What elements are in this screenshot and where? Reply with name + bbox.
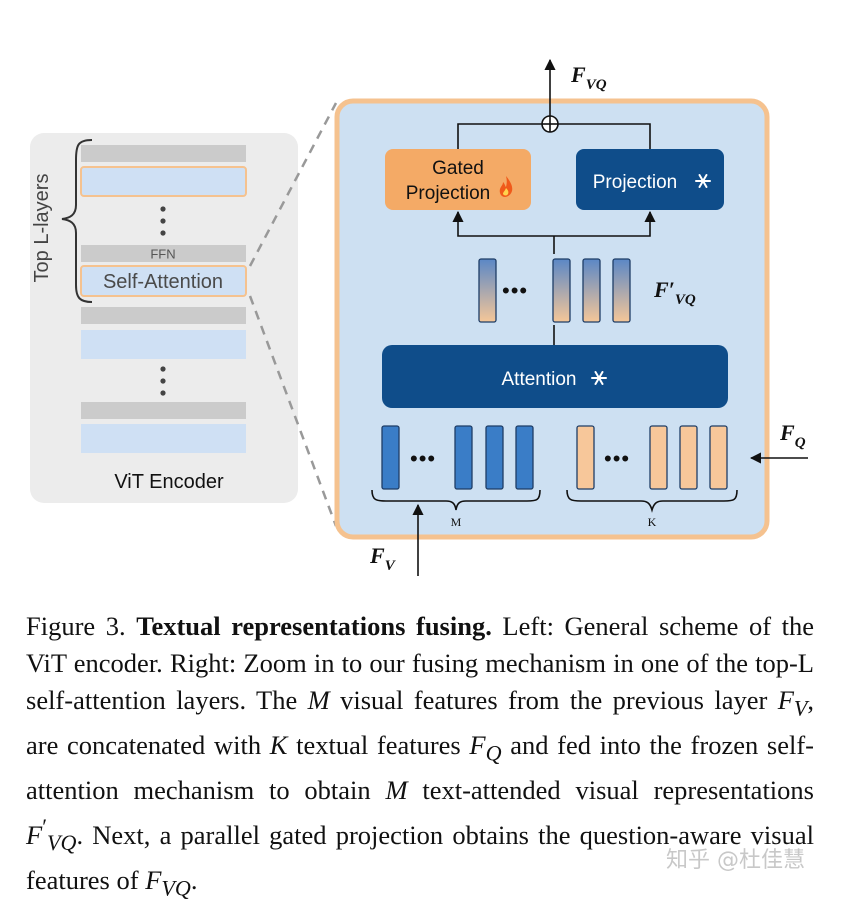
caption-text: Left: General scheme of the ViT encoder.… — [26, 611, 814, 715]
caption-text: and fed into the frozen self-attention m… — [26, 729, 814, 805]
ffn-label: FFN — [150, 247, 175, 262]
attended-token-group — [478, 258, 631, 323]
attended-token — [612, 258, 631, 323]
text-token — [649, 425, 668, 490]
encoder-layer-bar — [81, 402, 246, 419]
visual-token-group — [381, 425, 534, 490]
math-var: F — [469, 729, 486, 760]
snowflake-icon — [591, 371, 607, 385]
caption-text: . Next, a parallel gated projection obta… — [26, 819, 814, 895]
attended-token — [582, 258, 601, 323]
ellipsis-horizontal: ••• — [604, 446, 630, 471]
encoder-layer-bar — [81, 307, 246, 324]
math-sub: VQ — [161, 874, 191, 900]
math-var: M — [385, 774, 408, 805]
caption-text: visual features from the previous layer — [329, 684, 778, 715]
math-sub: VQ — [47, 829, 77, 855]
fire-icon — [499, 176, 513, 197]
caption-title: Textual representations fusing. — [136, 611, 492, 641]
fusion-diagram: FFN Self-Attention ViT Encoder Top L-lay… — [30, 58, 808, 576]
attended-token — [478, 258, 497, 323]
visual-input-label: FV — [369, 543, 397, 574]
figure-caption: Figure 3. Textual representations fusing… — [26, 608, 814, 907]
arrow-to-projection — [554, 210, 656, 237]
text-token — [576, 425, 595, 490]
vertical-ellipsis — [160, 366, 166, 396]
caption-text: text-attended visual representations — [407, 774, 814, 805]
encoder-layer-bar — [81, 424, 246, 453]
math-var: M — [307, 684, 330, 715]
attended-label: F′VQ — [653, 277, 696, 308]
vertical-ellipsis — [160, 206, 166, 236]
vit-encoder-panel: FFN Self-Attention ViT Encoder — [30, 133, 298, 503]
merge-line-right — [558, 123, 651, 149]
math-var: K — [269, 729, 288, 760]
zoom-line — [248, 295, 338, 527]
visual-token — [454, 425, 473, 490]
m-brace — [371, 489, 541, 511]
text-token — [679, 425, 698, 490]
math-prime: ′ — [42, 813, 48, 839]
math-var: F — [26, 819, 43, 850]
layers-brace — [61, 139, 93, 303]
text-token — [709, 425, 728, 490]
attention-label: Attention — [502, 369, 577, 390]
math-var: F — [145, 864, 162, 895]
watermark: 知乎 @杜佳慧 — [666, 848, 805, 873]
projection-label: Projection — [593, 172, 678, 193]
visual-token — [515, 425, 534, 490]
top-layers-label: Top L-layers — [31, 174, 53, 283]
figure-number: Figure 3. — [26, 611, 126, 641]
arrow-to-gated — [452, 210, 554, 237]
gated-projection-label-line2: Projection — [406, 183, 491, 204]
k-label: K — [648, 515, 657, 529]
visual-token — [381, 425, 400, 490]
m-label: M — [451, 515, 462, 529]
encoder-label: ViT Encoder — [114, 471, 224, 493]
output-label: FVQ — [570, 62, 607, 93]
gated-projection-label-line1: Gated — [432, 158, 484, 179]
add-icon — [541, 115, 559, 133]
visual-token — [485, 425, 504, 490]
encoder-layer-bar — [81, 330, 246, 359]
self-attention-bar — [80, 265, 247, 297]
math-sub: Q — [485, 739, 502, 765]
snowflake-icon — [695, 174, 711, 188]
gated-projection-block — [385, 149, 531, 210]
encoder-layer-bar — [81, 145, 246, 162]
caption-text: . — [190, 864, 198, 895]
projection-block — [576, 149, 724, 210]
ellipsis-horizontal: ••• — [410, 446, 436, 471]
ellipsis-horizontal: ••• — [502, 278, 528, 303]
ffn-bar — [81, 245, 246, 262]
fusion-zoom-panel: FVQ Gated Projection Projection ••• F′VQ… — [334, 58, 770, 540]
attended-token — [552, 258, 571, 323]
question-input-label: FQ — [779, 420, 806, 451]
attention-block — [382, 345, 728, 408]
encoder-layer-bar — [80, 166, 247, 197]
caption-text: textual features — [287, 729, 470, 760]
math-var: F — [777, 684, 794, 715]
self-attention-label: Self-Attention — [103, 271, 223, 293]
text-token-group — [576, 425, 728, 490]
math-sub: V — [793, 694, 808, 720]
merge-line-left — [457, 123, 542, 149]
k-brace — [566, 489, 738, 513]
caption-text: , are concatenated with — [26, 684, 814, 760]
